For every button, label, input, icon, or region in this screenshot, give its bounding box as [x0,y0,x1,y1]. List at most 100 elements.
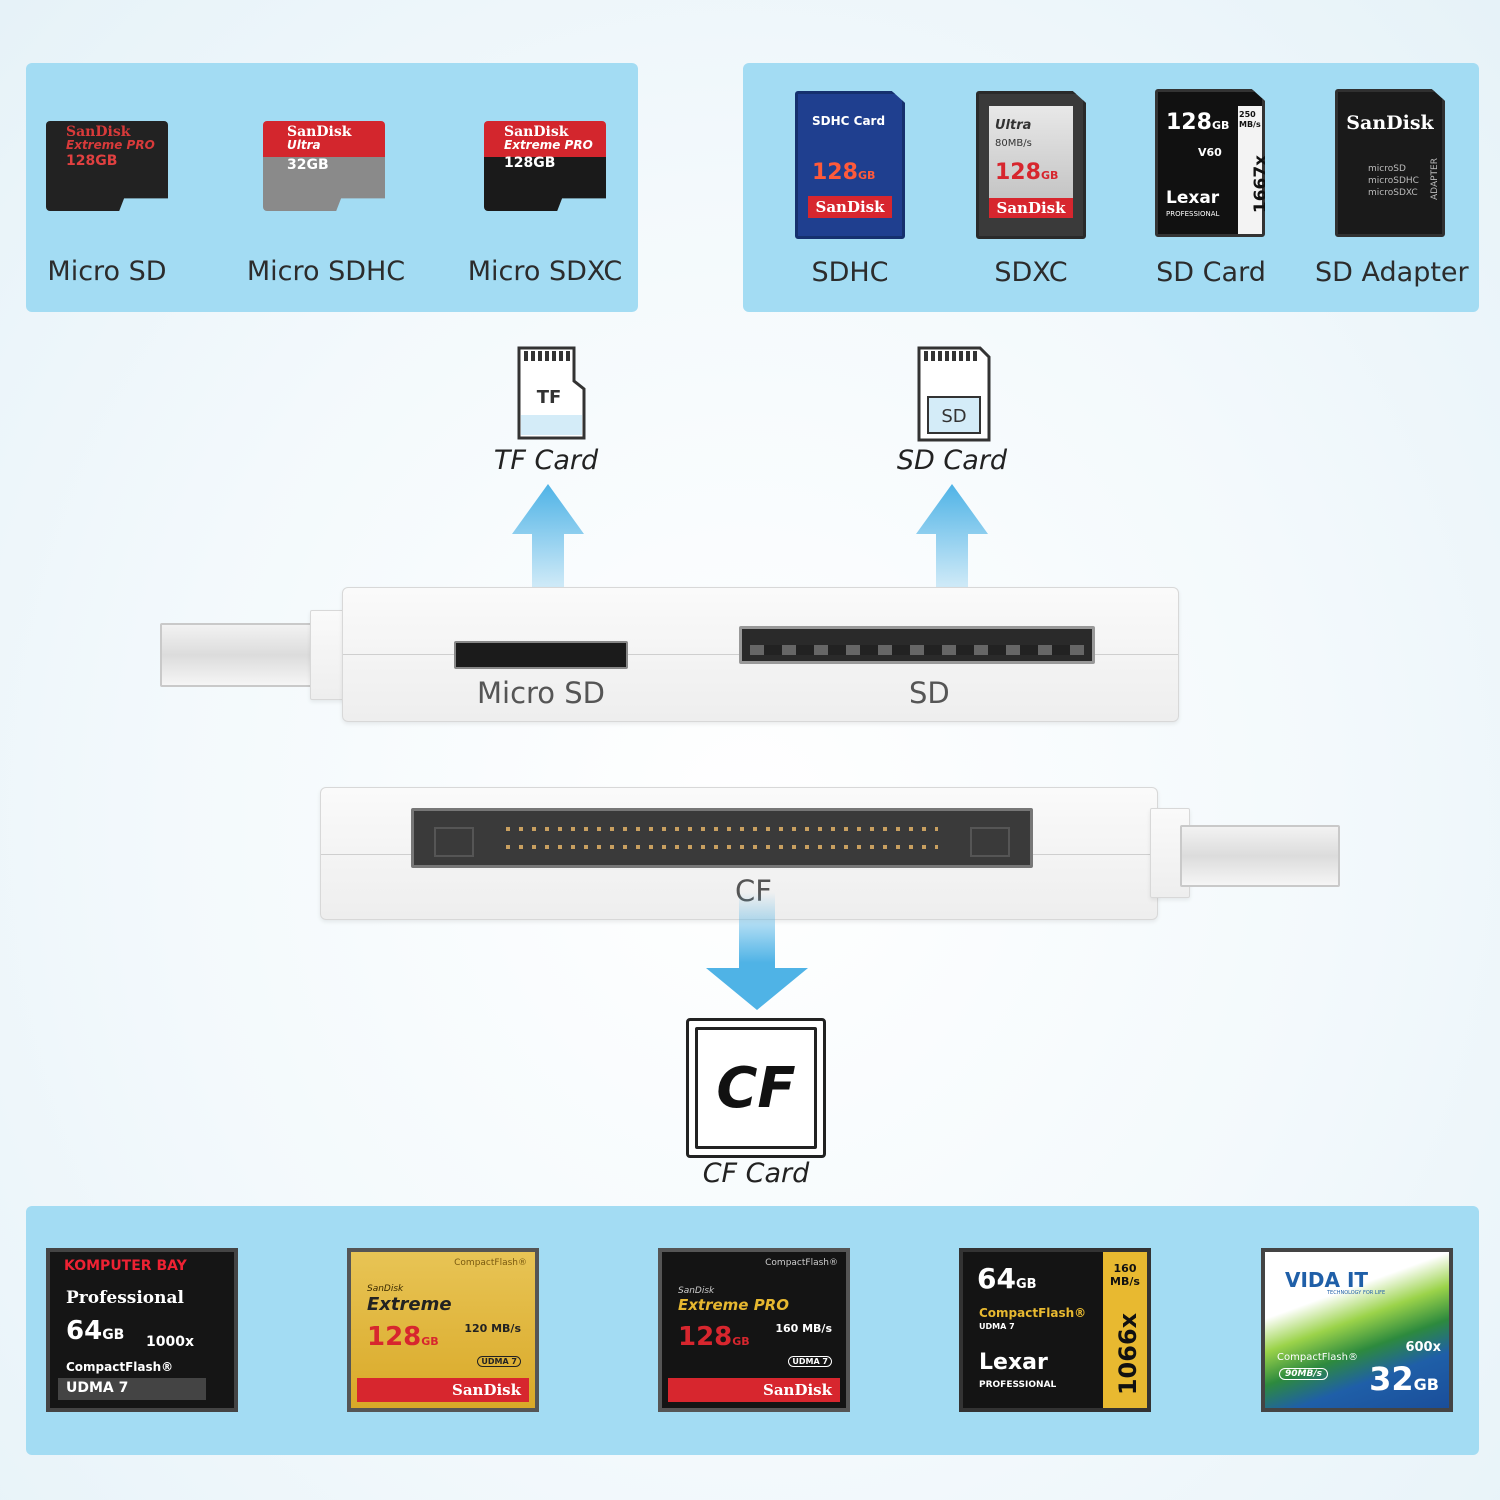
card-maker: SanDisk [367,1284,404,1294]
card-type: CompactFlash® [66,1360,174,1374]
cf-card-icon: CF [686,1018,826,1158]
micro-sdxc-card-image: SanDisk Extreme PRO 128GB [484,121,606,211]
sdxc-card-image: Ultra 80MB/s 128GB SanDisk [976,91,1086,239]
card-line: Ultra [995,118,1032,133]
card-type: CompactFlash® [979,1306,1087,1320]
micro-sd-card-image: SanDisk Extreme PRO 128GB [46,121,168,211]
micro-sdhc-card-image: SanDisk Ultra 32GB [263,121,385,211]
card-capacity: 32GB [287,157,329,173]
card-capacity: 64GB [977,1262,1037,1295]
card-rating: 1066x [1113,1312,1142,1396]
tf-card-icon: TF [517,346,586,440]
card-line: Ultra [287,138,321,152]
card-speed: 90MB/s [1279,1368,1328,1380]
card-speed: 80MB/s [995,138,1032,149]
card-udma-bar [58,1378,206,1400]
card-speed: 120 MB/s [464,1322,521,1335]
usb-connector [1180,825,1340,887]
card-brand: Lexar [1166,188,1220,208]
cf-card-caption: CF Card [702,1158,810,1189]
card-capacity: 128GB [367,1322,439,1352]
card-header: CompactFlash® [765,1258,838,1268]
sdhc-label: SDHC [811,257,889,288]
card-type: CompactFlash® [1277,1352,1358,1363]
sd-glyph: SD [941,406,966,427]
card-brand: SanDisk [815,198,885,216]
adapter-line-3: microSDXC [1368,188,1418,198]
card-speed: 1000x [146,1334,194,1350]
card-speed: 250 MB/s [1239,110,1261,129]
micro-sdxc-label: Micro SDXC [467,256,623,287]
sd-adapter-label: SD Adapter [1315,257,1469,288]
card-brand: KOMPUTER BAY [64,1258,187,1274]
sd-slot[interactable] [739,626,1095,664]
arrow-up-icon [916,484,988,620]
micro-sd-slot-label: Micro SD [477,676,606,710]
card-rating: 600x [1405,1340,1441,1355]
card-maker: SanDisk [678,1286,715,1296]
card-brand: SanDisk [762,1381,832,1399]
card-capacity: 64GB [66,1316,125,1346]
card-line: Extreme PRO [66,138,155,152]
card-capacity: 128GB [1166,110,1230,135]
micro-sd-slot[interactable] [454,641,628,669]
card-udma: UDMA 7 [788,1356,832,1367]
card-header: CompactFlash® [454,1258,527,1268]
card-brand: VIDA IT [1285,1268,1369,1292]
card-udma: UDMA 7 [477,1356,521,1367]
card-brand: SanDisk [451,1381,521,1399]
card-brand: SanDisk [66,124,131,140]
card-sub: PROFESSIONAL [979,1380,1057,1390]
card-udma: UDMA 7 [979,1322,1015,1331]
card-speed: 160 MB/s [1110,1262,1140,1288]
adapter-side-text: ADAPTER [1430,158,1441,200]
sdxc-label: SDXC [994,257,1068,288]
sd-slot-label: SD [909,676,950,710]
card-grade: V60 [1198,146,1222,159]
card-sub: PROFESSIONAL [1166,210,1220,218]
lexar-sd-card-image: 128GB V60 Lexar PROFESSIONAL 250 MB/s 16… [1155,89,1265,237]
card-brand: SanDisk [287,124,352,140]
tf-glyph: TF [537,387,562,408]
card-brand: Lexar [979,1350,1048,1375]
cf-slot[interactable] [411,808,1033,868]
lexar-sd-label: SD Card [1156,257,1266,288]
card-udma: UDMA 7 [66,1380,129,1396]
card-title: SDHC Card [812,114,886,128]
komputerbay-cf-card-image: KOMPUTER BAY Professional 64GB 1000x Com… [46,1248,238,1412]
sandisk-extreme-pro-cf-card-image: CompactFlash® SanDisk Extreme PRO 128GB … [658,1248,850,1412]
micro-sd-panel: SanDisk Extreme PRO 128GB Micro SD SanDi… [26,63,638,312]
lexar-cf-card-image: 64GB CompactFlash® UDMA 7 Lexar PROFESSI… [959,1248,1151,1412]
card-capacity: 128GB [678,1322,750,1352]
card-tagline: TECHNOLOGY FOR LIFE [1327,1290,1386,1296]
sdhc-card-image: SDHC Card 128GB SanDisk [795,91,905,239]
sandisk-extreme-cf-card-image: CompactFlash® SanDisk Extreme 128GB 120 … [347,1248,539,1412]
usb-connector [160,623,324,687]
arrow-up-icon [512,484,584,620]
sd-adapter-image: SanDisk microSD microSDHC microSDXC ADAP… [1335,89,1445,237]
sd-card-caption: SD Card [896,445,1008,476]
adapter-line-1: microSD [1368,164,1406,174]
card-brand: SanDisk [504,124,569,140]
card-capacity: 128GB [812,160,876,185]
tf-card-caption: TF Card [493,445,599,476]
micro-sdhc-label: Micro SDHC [246,256,406,287]
card-capacity: 128GB [504,155,556,171]
card-speed: 160 MB/s [775,1322,832,1335]
card-brand: SanDisk [996,199,1066,217]
card-capacity: 32GB [1369,1360,1439,1398]
sd-panel: SDHC Card 128GB SanDisk SDHC Ultra 80MB/… [743,63,1479,312]
card-reader-top: Micro SD SD [342,587,1179,722]
card-line: Professional [66,1288,184,1308]
sd-card-icon: SD [917,346,991,442]
card-rating: 1667x [1250,154,1271,214]
card-line: Extreme [367,1294,452,1315]
adapter-brand: SanDisk [1346,112,1434,134]
micro-sd-label: Micro SD [47,256,167,287]
cf-panel: KOMPUTER BAY Professional 64GB 1000x Com… [26,1206,1479,1455]
cf-glyph: CF [716,1055,796,1121]
card-capacity: 128GB [66,153,118,169]
arrow-down-icon [706,892,808,1010]
card-line: Extreme PRO [504,138,593,152]
card-line: Extreme PRO [678,1296,789,1314]
